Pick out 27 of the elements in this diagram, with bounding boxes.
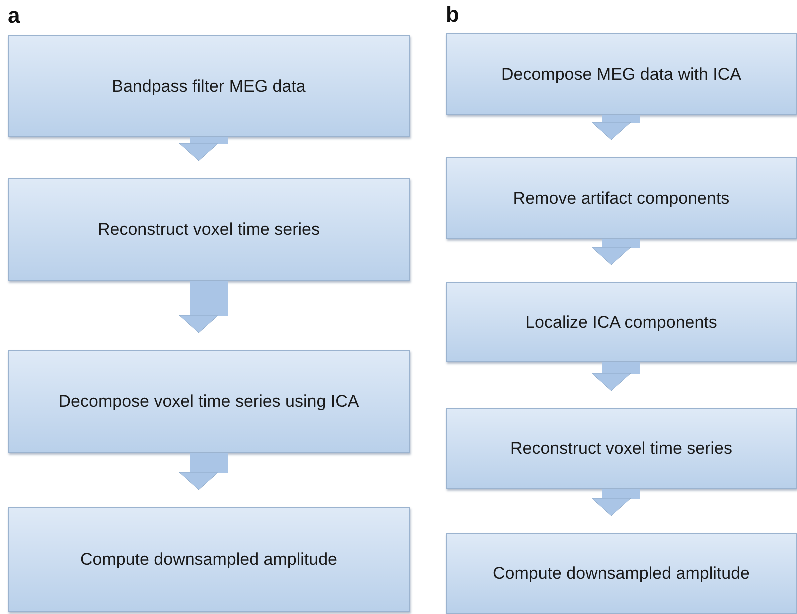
process-box — [8, 507, 410, 612]
block-arrow — [592, 362, 640, 392]
step-text: Reconstruct voxel time series — [510, 438, 733, 460]
block-arrow — [179, 137, 228, 162]
step-text: Compute downsampled amplitude — [80, 549, 338, 571]
block-arrow — [179, 453, 228, 490]
step-text: Compute downsampled amplitude — [492, 563, 750, 585]
process-box — [446, 33, 797, 115]
step-text: Decompose voxel time series using ICA — [58, 391, 360, 413]
block-arrow — [592, 489, 640, 516]
panel-letter: b — [446, 3, 460, 27]
process-box — [446, 282, 797, 362]
step-text: Localize ICA components — [526, 312, 718, 334]
process-box — [8, 350, 410, 453]
block-arrow — [592, 115, 640, 140]
panel-letter: a — [8, 4, 20, 28]
step-text: Decompose MEG data with ICA — [502, 64, 742, 86]
process-box — [446, 157, 797, 239]
process-box — [446, 533, 797, 614]
step-text: Bandpass filter MEG data — [112, 76, 306, 98]
process-box — [8, 35, 410, 137]
step-text: Remove artifact components — [513, 188, 730, 210]
block-arrow — [592, 239, 640, 266]
process-box — [8, 178, 410, 281]
process-box — [446, 408, 797, 489]
step-text: Reconstruct voxel time series — [98, 219, 320, 241]
block-arrow — [179, 281, 228, 334]
